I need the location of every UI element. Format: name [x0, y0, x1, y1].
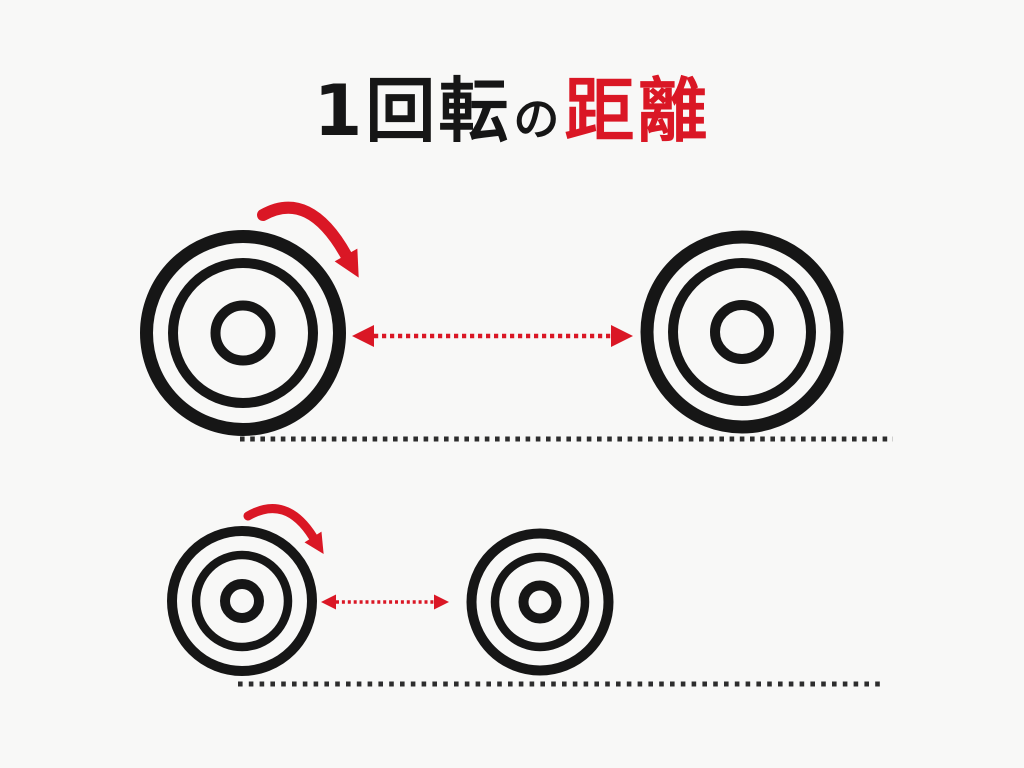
large-wheel-left [140, 230, 346, 436]
large-wheel-right [640, 230, 844, 434]
small-wheel-right-middle-ring [490, 552, 590, 652]
large-wheel-left-outer-ring [140, 230, 346, 436]
rotation-arrow-icon-small [243, 504, 324, 554]
page-title: 1回転の距離 [0, 74, 1024, 161]
small-wheel-right-hub-ring [518, 580, 562, 624]
small-wheel-left-hub-ring [220, 579, 264, 623]
large-wheel-left-hub-ring [210, 300, 276, 366]
small-wheel-left-middle-ring [191, 550, 293, 652]
small-wheel-left-outer-ring [167, 526, 317, 676]
large-wheel-right-middle-ring [668, 258, 816, 406]
large-wheel-left-middle-ring [168, 258, 318, 408]
small-wheel-right-outer-ring [466, 528, 614, 676]
title-particle: の [513, 92, 563, 146]
rotation-arrow-icon-large [257, 201, 359, 278]
large-wheel-right-hub-ring [710, 300, 774, 364]
large-wheel-right-outer-ring [640, 230, 844, 434]
small-wheel-left [167, 526, 317, 676]
title-text-distance: 距離 [564, 70, 711, 152]
title-text-rotation: 1回転 [313, 70, 512, 152]
small-wheel-right [466, 528, 614, 676]
